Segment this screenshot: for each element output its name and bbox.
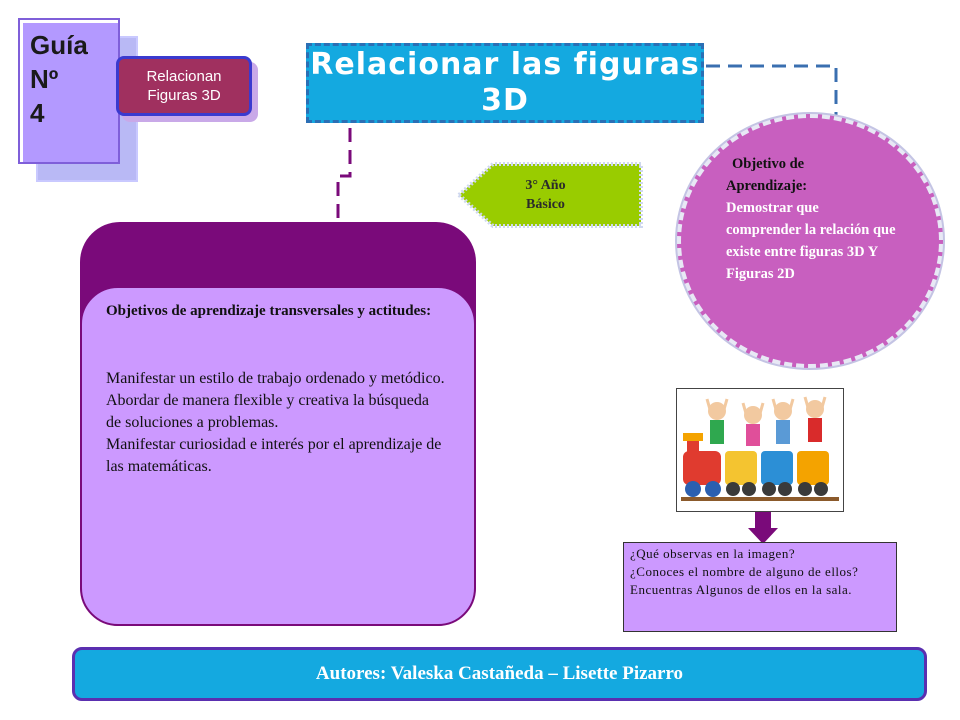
- grade-tag: [456, 162, 643, 228]
- grade-label: 3° Año Básico: [525, 178, 566, 212]
- authors-footer: Autores: Valeska Castañeda – Lisette Piz…: [72, 647, 927, 701]
- guide-number-label: Guía Nº 4: [30, 30, 88, 128]
- transversal-card: [80, 286, 476, 626]
- authors-label: Autores: Valeska Castañeda – Lisette Piz…: [315, 663, 684, 684]
- questions-box: ¿Qué observas en la imagen? ¿Conoces el …: [623, 542, 897, 632]
- transversal-item: Manifestar un estilo de trabajo ordenado…: [106, 370, 445, 387]
- question-item: Encuentras Algunos de ellos en la sala.: [630, 582, 853, 597]
- train-kids-image: [676, 388, 844, 512]
- objective-circle: [677, 114, 943, 368]
- transversal-item: Abordar de manera flexible y creativa la…: [106, 392, 429, 431]
- transversal-item: Manifestar curiosidad e interés por el a…: [106, 436, 442, 475]
- arrow-down-icon: [748, 512, 778, 544]
- question-item: ¿Conoces el nombre de alguno de ellos?: [630, 564, 859, 579]
- objective-text: Objetivo de Aprendizaje: Demostrar que c…: [726, 156, 896, 282]
- guide-folder: [18, 18, 120, 164]
- transversal-heading: Objetivos de aprendizaje transversales y…: [106, 303, 432, 319]
- transversal-list: Manifestar un estilo de trabajo ordenado…: [106, 368, 446, 478]
- question-item: ¿Qué observas en la imagen?: [630, 546, 796, 561]
